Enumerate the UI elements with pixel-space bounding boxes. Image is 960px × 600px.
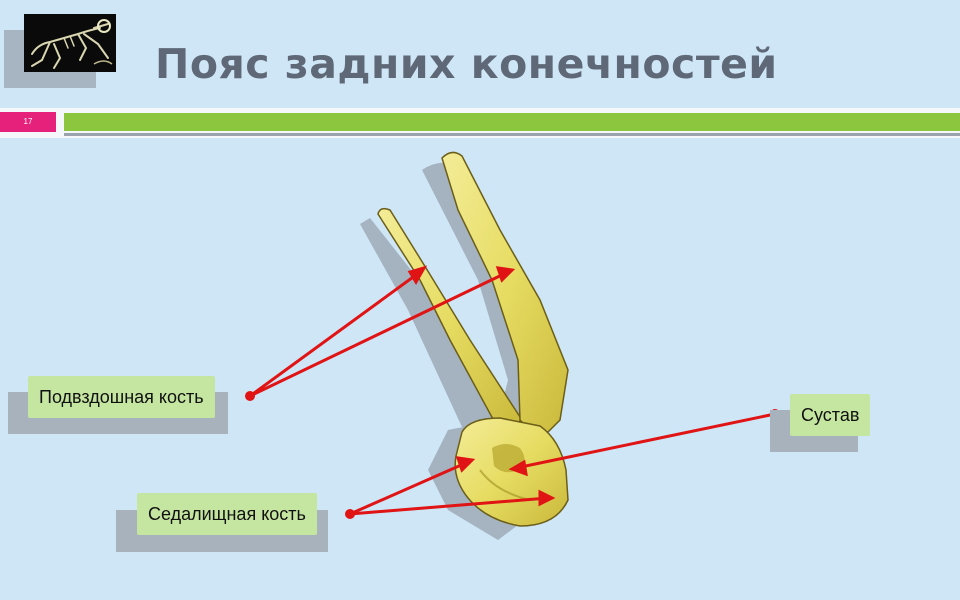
arrow-head-ischium-2: [538, 489, 556, 507]
arrow-ilium-2: [249, 270, 509, 398]
arrow-ischium-1: [349, 460, 469, 516]
label-joint: Сустав: [790, 394, 871, 436]
frog-skeleton-icon: [31, 19, 113, 69]
ilium-branch-right: [441, 151, 569, 442]
accent-underline: [64, 133, 960, 136]
label-ischium: Седалищная кость: [137, 493, 317, 535]
arrow-joint: [515, 412, 776, 470]
arrow-head-joint: [508, 459, 528, 477]
arrow-head-ischium-1: [455, 456, 476, 473]
page-number-badge: 17: [0, 112, 56, 132]
arrow-head-ilium-1: [407, 265, 428, 285]
label-ilium: Подвздошная кость: [28, 376, 215, 418]
ilium-branch-left: [377, 207, 524, 434]
arrow-head-ilium-2: [495, 266, 516, 283]
arrow-ischium-2: [349, 496, 549, 516]
dot-ilium: [245, 391, 255, 401]
dot-ischium: [345, 509, 355, 519]
slide-title: Пояс задних конечностей: [155, 40, 778, 88]
frog-skeleton-thumbnail: [24, 14, 116, 72]
accent-bar: [64, 113, 960, 131]
arrow-ilium-1: [249, 270, 421, 398]
